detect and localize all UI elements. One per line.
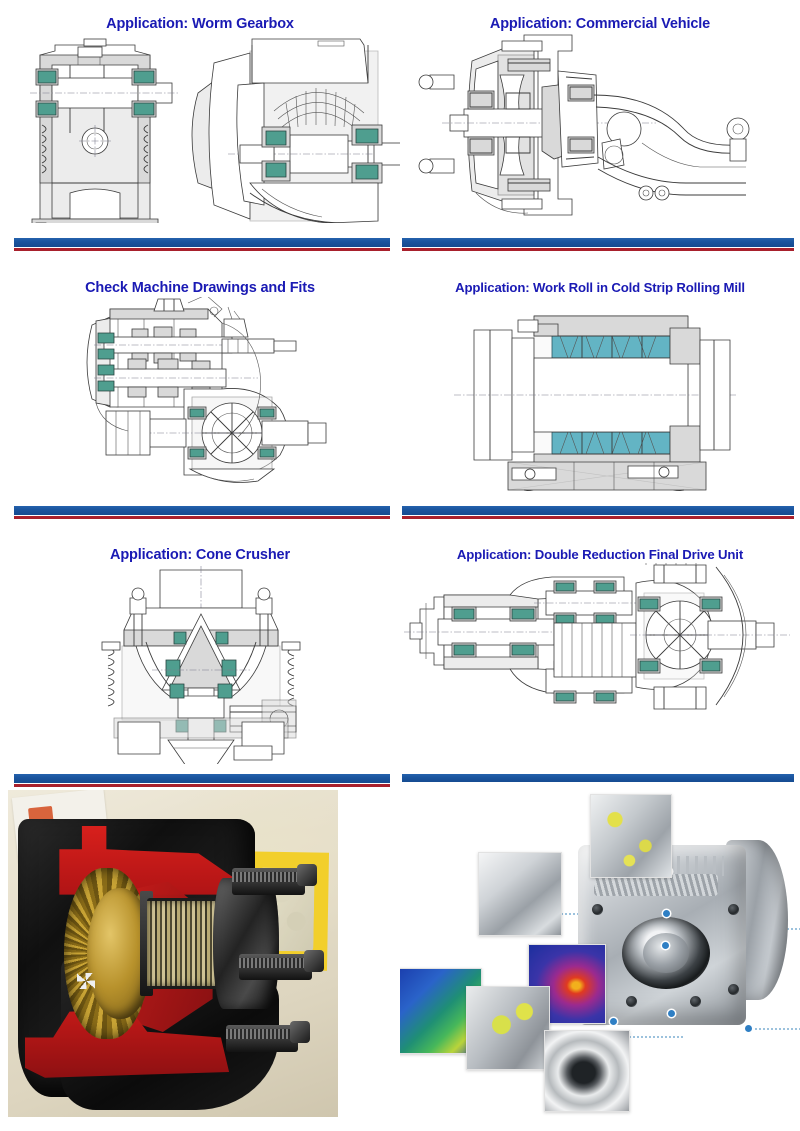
callout-worm-wheel[interactable] [478,852,562,936]
panel-double-reduction-drive[interactable]: Application: Double Reduction Final Driv… [400,536,800,776]
divider-blue-bar [402,774,794,783]
panel-worm-gearbox[interactable]: Application: Worm Gearbox [0,0,400,240]
panel-work-roll[interactable]: Application: Work Roll in Cold Strip Rol… [400,268,800,508]
photo-manufacturer-logo [77,973,96,990]
divider-blue-bar [14,506,390,515]
divider-red-bar [14,784,390,787]
divider-blue-bar [14,238,390,247]
panel-machine-drawings-fits[interactable]: Check Machine Drawings and Fits [0,268,400,508]
divider-blue-bar [402,506,794,515]
divider-row1-right [402,238,794,251]
callout-flange-contact[interactable] [466,986,550,1070]
callout-node-flange[interactable] [668,1010,675,1017]
drawing-double-reduction-drive [400,562,800,763]
drawing-machine-drawings-fits [0,296,400,492]
panel-title-worm-gearbox: Application: Worm Gearbox [106,16,294,32]
divider-row1-left [14,238,390,251]
divider-row2-right [402,506,794,519]
photo-stud-bolt [225,1021,311,1052]
callout-assembly-detail[interactable] [590,794,672,878]
panel-title-cone-crusher: Application: Cone Crusher [110,547,290,563]
divider-row2-left [14,506,390,519]
photo-stud-bolt [232,864,317,895]
divider-red-bar [402,248,794,251]
divider-red-bar [14,516,390,519]
drawing-commercial-vehicle [400,33,800,223]
panel-title-work-roll: Application: Work Roll in Cold Strip Rol… [455,280,745,295]
callout-node-housing[interactable] [610,1018,617,1025]
divider-row3-left [14,774,390,787]
divider-blue-bar [14,774,390,783]
cad-worm-shaft [594,874,718,896]
leader-line-seal [625,1036,683,1038]
photo-hub-flange [212,878,279,1010]
cad-worm-gearbox-callouts[interactable] [400,782,800,1131]
panel-commercial-vehicle[interactable]: Application: Commercial Vehicle [400,0,800,240]
callout-node-worm-wheel[interactable] [663,910,670,917]
panel-title-double-reduction-drive: Application: Double Reduction Final Driv… [456,547,744,562]
panel-title-commercial-vehicle: Application: Commercial Vehicle [489,16,711,32]
callout-shaft-seal[interactable] [544,1030,630,1112]
photo-stud-bolt [239,949,324,980]
callout-node-foot[interactable] [745,1025,752,1032]
cad-output-bore [622,917,710,989]
drawing-work-roll [400,296,800,491]
panel-cone-crusher[interactable]: Application: Cone Crusher [0,536,400,776]
panel-title-machine-drawings-fits: Check Machine Drawings and Fits [85,280,315,296]
drawing-cone-crusher [0,564,400,764]
leader-line-foot-right [748,1028,800,1030]
callout-node-shaft[interactable] [662,942,669,949]
photo-differential-cutaway[interactable] [8,790,338,1117]
divider-red-bar [14,248,390,251]
photo-tapered-roller-bearings [146,897,220,990]
divider-red-bar [402,516,794,519]
drawing-worm-gearbox [0,33,400,223]
divider-blue-bar [402,238,794,247]
